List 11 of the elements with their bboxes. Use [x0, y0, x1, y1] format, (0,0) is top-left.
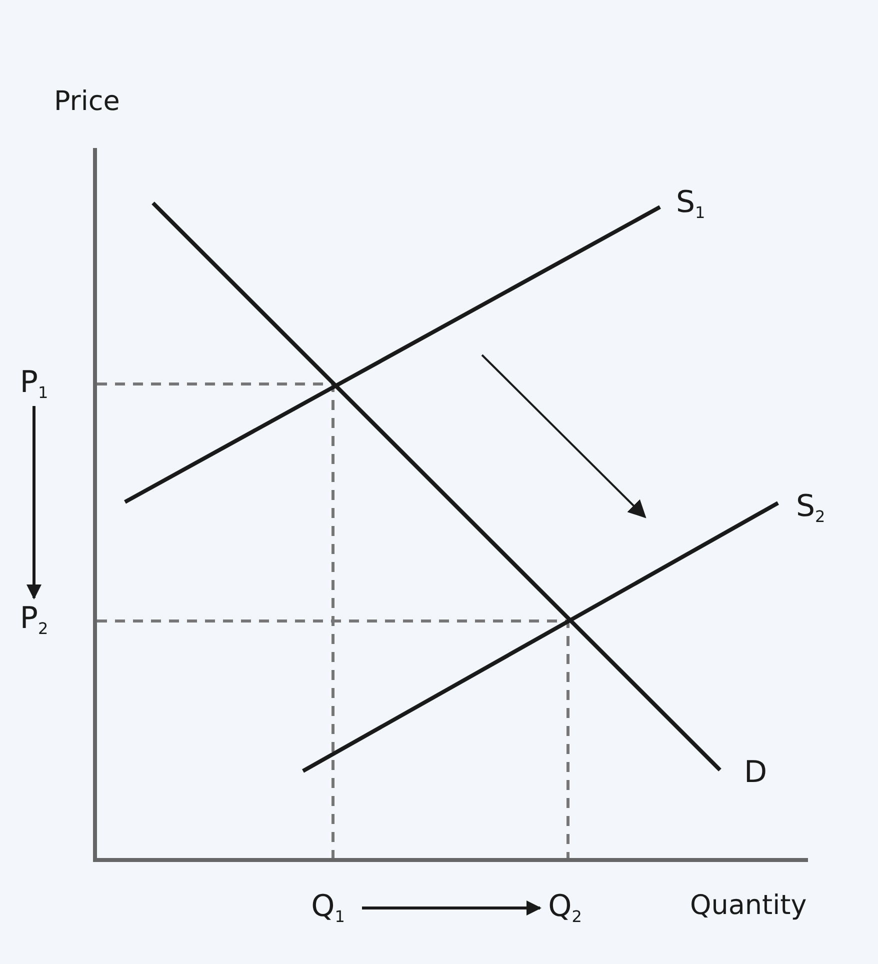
- arrow: [26, 406, 42, 600]
- curve-label: S$_{1}$: [676, 188, 706, 221]
- axis-value-label: Q$_{2}$: [548, 892, 582, 924]
- axis-title: Price: [54, 88, 120, 115]
- axis-value-label: Q$_{1}$: [311, 892, 345, 924]
- axis-title: Quantity: [690, 892, 807, 919]
- axis-value-label: P$_{1}$: [20, 368, 48, 400]
- curve-label: S$_{2}$: [796, 492, 826, 525]
- curve-label: D: [744, 758, 768, 788]
- arrow: [362, 900, 542, 916]
- axis-value-label: P$_{2}$: [20, 604, 48, 636]
